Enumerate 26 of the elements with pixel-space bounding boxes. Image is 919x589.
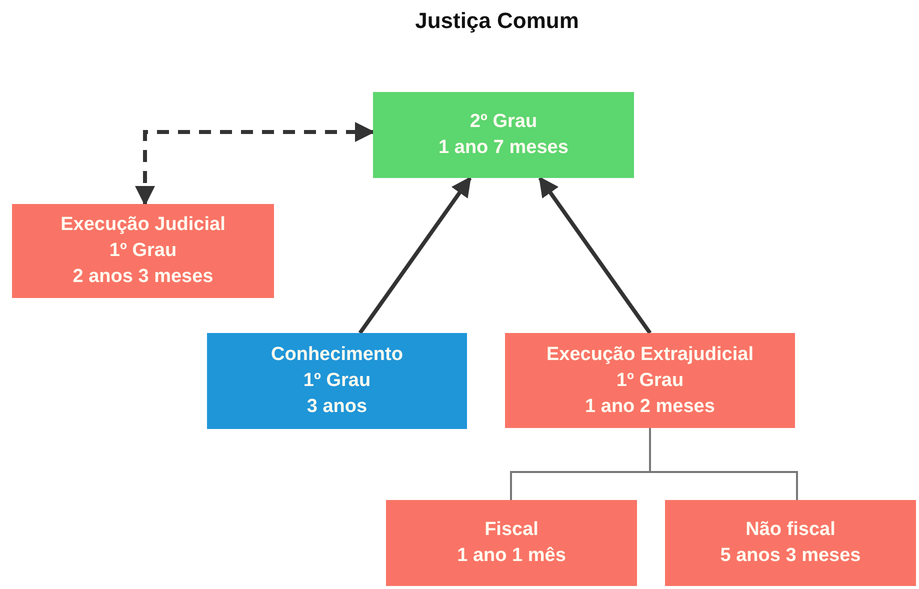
box-text: 1 ano 2 meses	[585, 394, 715, 418]
process-box	[505, 333, 795, 428]
arrow	[135, 122, 375, 206]
box-text: 1º Grau	[616, 368, 684, 392]
process-box	[386, 500, 637, 586]
box-text: Execução Judicial	[60, 213, 226, 237]
box-text: 2 anos 3 meses	[72, 265, 214, 289]
arrow	[538, 176, 652, 334]
box-text: 1 ano 1 mês	[457, 544, 566, 568]
arrow	[358, 176, 472, 334]
process-box	[373, 92, 634, 178]
box-text: 5 anos 3 meses	[720, 544, 861, 568]
process-box	[665, 500, 916, 586]
box-text: 1º Grau	[109, 239, 177, 263]
box-text: Execução Extrajudicial	[546, 342, 754, 366]
process-box	[12, 204, 274, 298]
box-text: Conhecimento	[271, 343, 403, 367]
diagram-title: Justiça Comum	[414, 8, 580, 34]
box-text: 1 ano 7 meses	[438, 136, 568, 160]
box-text: Fiscal	[484, 518, 538, 542]
process-box	[207, 333, 467, 429]
box-text: 1º Grau	[303, 369, 371, 393]
box-text: 2º Grau	[470, 110, 538, 134]
connector-line	[649, 428, 798, 500]
box-text: Não fiscal	[746, 518, 836, 542]
box-text: 3 anos	[306, 395, 368, 419]
